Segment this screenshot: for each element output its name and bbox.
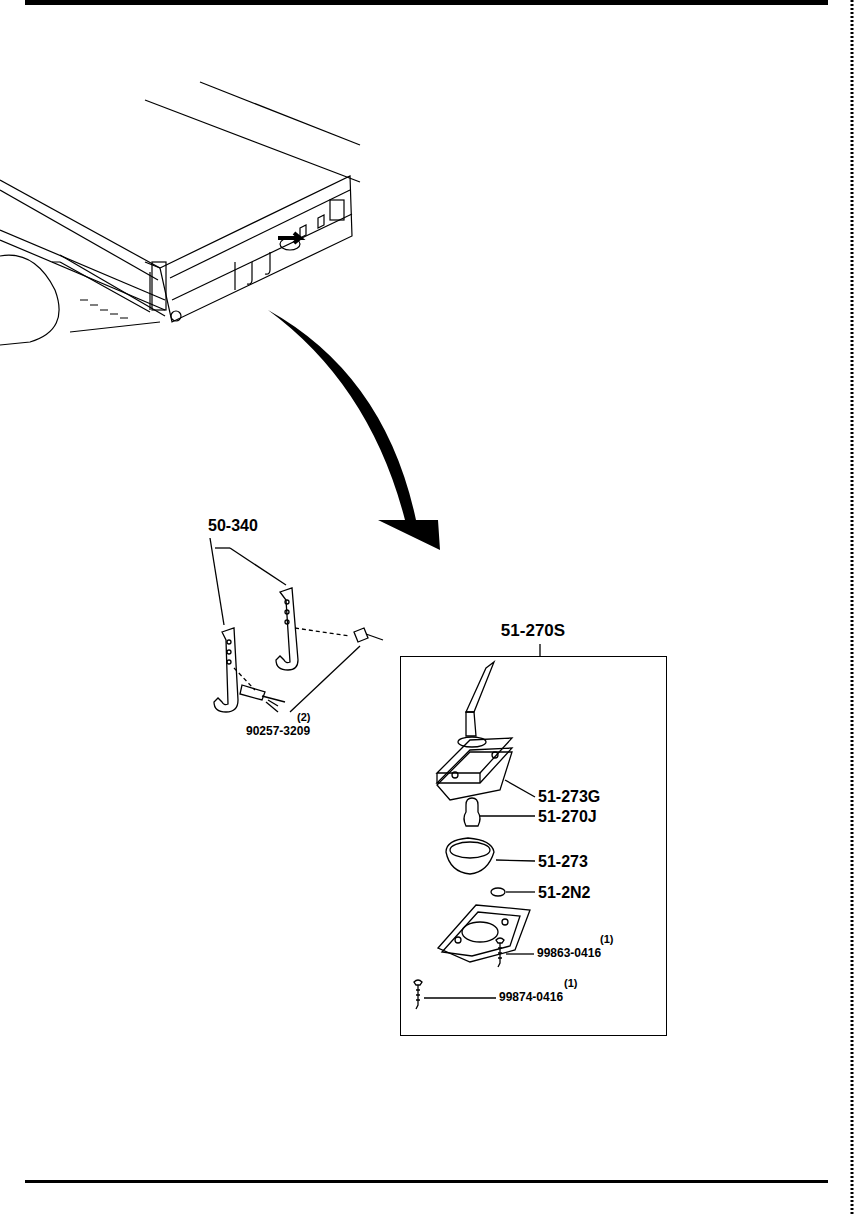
tie-hooks [210, 538, 383, 712]
assembly-number: 51-270S [501, 622, 565, 639]
assembly-box: 51-270S [400, 656, 667, 1036]
part-number: (2) [297, 712, 310, 723]
part-number: (1) [564, 978, 577, 989]
part-number: 51-273 [538, 854, 588, 870]
part-number: 51-273G [538, 789, 600, 805]
lamp-arrow [278, 233, 300, 243]
part-number: 51-270J [538, 809, 597, 825]
lamp-assembly [414, 644, 540, 1009]
part-number: 51-2N2 [538, 885, 590, 901]
detail-arrow [268, 310, 440, 550]
part-number: 99874-0416 [499, 991, 563, 1003]
part-number: 99863-0416 [537, 947, 601, 959]
top-bar [25, 0, 828, 5]
part-number: 50-340 [208, 518, 258, 534]
truck-bed [0, 82, 360, 345]
part-number: (1) [600, 934, 613, 945]
part-number: 90257-3209 [246, 725, 310, 737]
page-edge [851, 0, 854, 1214]
bottom-bar [25, 1180, 828, 1183]
